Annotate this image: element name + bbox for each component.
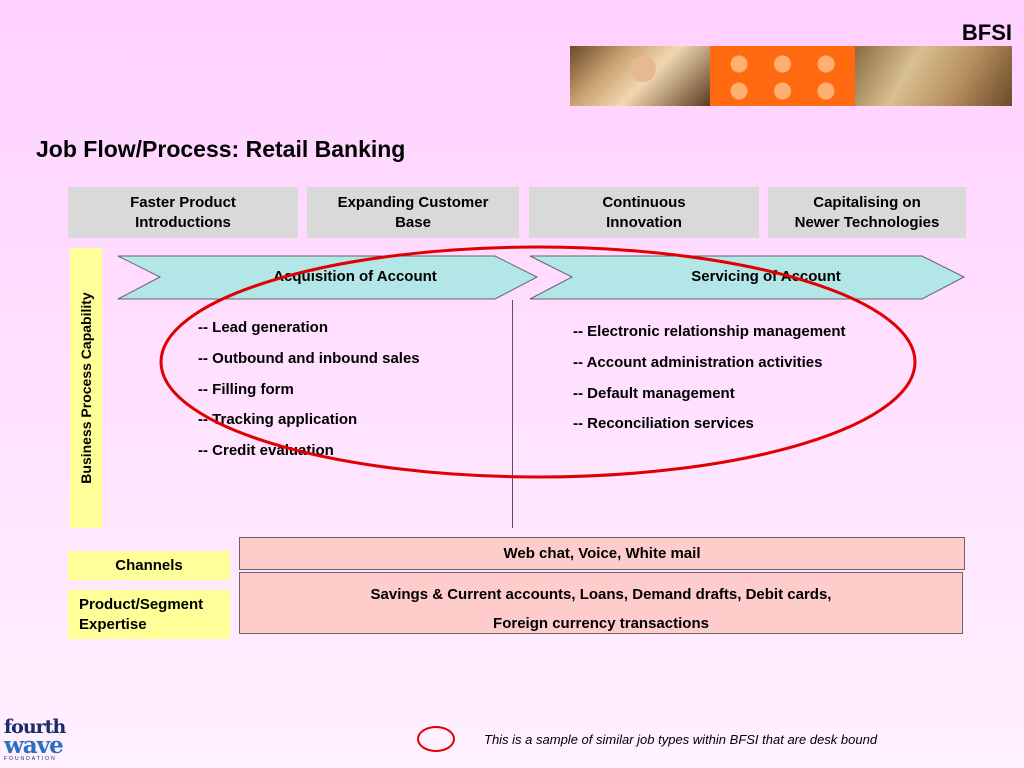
list-item: -- Account administration activities [573,354,823,371]
legend-oval-icon [417,726,455,752]
product-value-line: Savings & Current accounts, Loans, Deman… [370,586,832,603]
list-item: -- Tracking application [198,411,358,428]
calculator-keys-photo [710,46,855,106]
logo-text: fourth [4,716,66,738]
goal-line: Newer Technologies [794,213,940,231]
list-item: -- Filling form [198,381,294,398]
brand-label: BFSI [961,20,1012,45]
product-label-line: Expertise [79,616,147,633]
business-process-capability-bar: Business Process Capability [70,248,102,528]
list-item: -- Reconciliation services [573,415,754,432]
list-item: -- Electronic relationship management [573,323,846,340]
footer-note: This is a sample of similar job types wi… [484,732,878,747]
goal-line: Expanding Customer [337,193,489,211]
channels-value: Web chat, Voice, White mail [239,537,965,570]
list-item: -- Outbound and inbound sales [198,350,420,367]
servicing-stage-label: Servicing of Account [691,268,841,285]
list-item: -- Default management [573,385,735,402]
product-value-line: Foreign currency transactions [493,615,709,632]
goal-line: Faster Product [130,193,236,211]
list-item: -- Lead generation [198,319,329,336]
product-label-line: Product/Segment [79,596,204,613]
fourth-wave-logo: fourth wave FOUNDATION [4,716,66,763]
list-item: -- Credit evaluation [198,442,334,459]
banknote-photo [855,46,1012,106]
product-segment-value: Savings & Current accounts, Loans, Deman… [239,572,963,634]
goal-line: Innovation [606,213,682,231]
goal-box-newer-technologies: Capitalising on Newer Technologies [768,187,966,238]
goal-line: Capitalising on [813,193,921,211]
goal-line: Base [395,213,431,231]
goal-line: Continuous [602,193,686,211]
logo-text: wave [4,732,64,759]
header-photo-strip [570,46,1012,106]
goal-line: Introductions [135,213,231,231]
acquisition-stage-label: Acquisition of Account [273,268,437,285]
page-title: Job Flow/Process: Retail Banking [36,136,406,162]
stage-divider [512,300,513,528]
product-segment-label: Product/Segment Expertise [68,590,230,639]
logo-text: FOUNDATION [4,756,57,762]
bank-office-photo [570,46,710,106]
channels-label: Channels [68,551,230,580]
